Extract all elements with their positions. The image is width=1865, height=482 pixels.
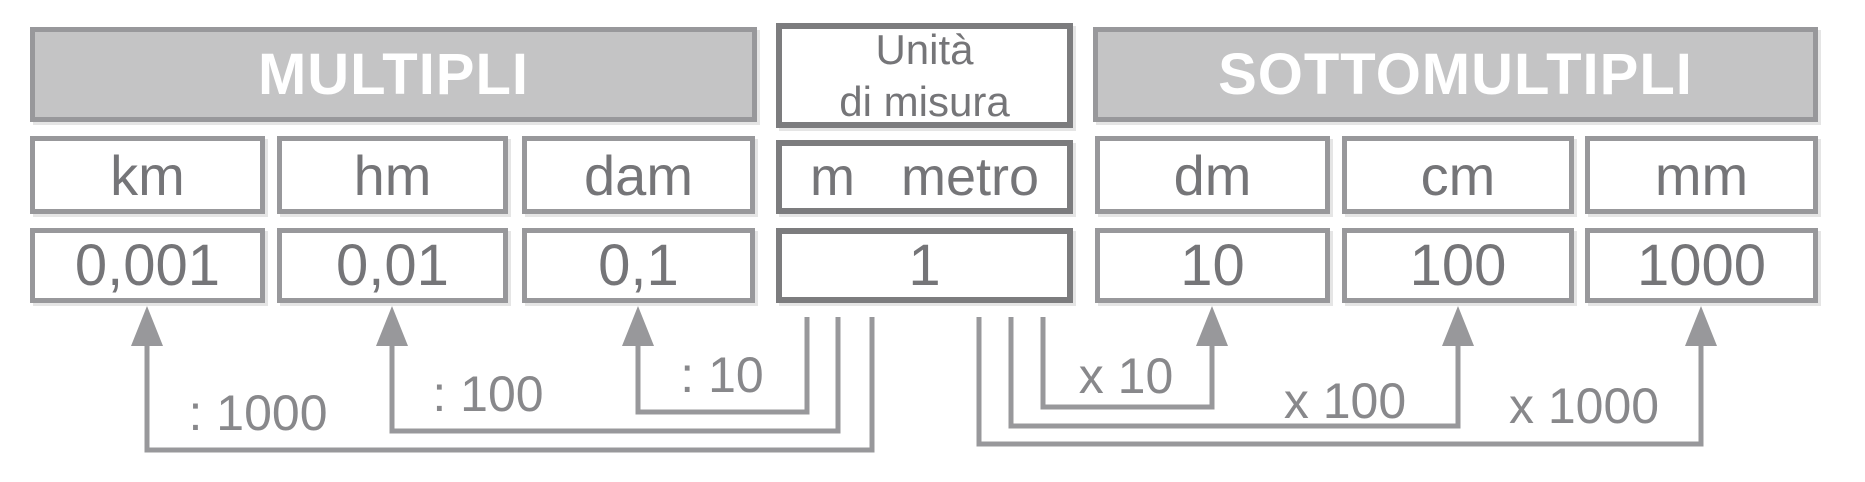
unit-box-dm: dm (1095, 136, 1330, 214)
metro-symbol: m (809, 147, 855, 207)
unit-of-measure-header: Unità di misura (776, 23, 1073, 128)
multiply-by-10-label: x 10 (1078, 348, 1174, 404)
unit-of-measure-line2: di misura (839, 77, 1010, 125)
unit-box-hm: hm (277, 136, 508, 214)
value-box-dm: 10 (1095, 228, 1330, 303)
value-box-dam: 0,1 (522, 228, 755, 303)
divide-by-10-label: : 10 (680, 347, 764, 403)
multiples-header: MULTIPLI (30, 27, 757, 122)
submultiples-header: SOTTOMULTIPLI (1093, 27, 1818, 122)
divide-by-100-label: : 100 (432, 366, 544, 422)
unit-box-dam: dam (522, 136, 755, 214)
value-box-km: 0,001 (30, 228, 265, 303)
value-box-mm: 1000 (1585, 228, 1818, 303)
value-box-cm: 100 (1342, 228, 1574, 303)
unit-box-metro: m metro (776, 140, 1073, 214)
metro-name: metro (900, 147, 1040, 207)
value-box-metro: 1 (776, 228, 1073, 303)
multiply-by-1000-label: x 1000 (1508, 378, 1660, 434)
unit-box-cm: cm (1342, 136, 1574, 214)
divide-by-1000-label: : 1000 (188, 385, 328, 441)
unit-box-km: km (30, 136, 265, 214)
unit-box-mm: mm (1585, 136, 1818, 214)
unit-of-measure-line1: Unità (875, 26, 974, 74)
multiply-by-100-label: x 100 (1283, 373, 1407, 429)
value-box-hm: 0,01 (277, 228, 508, 303)
